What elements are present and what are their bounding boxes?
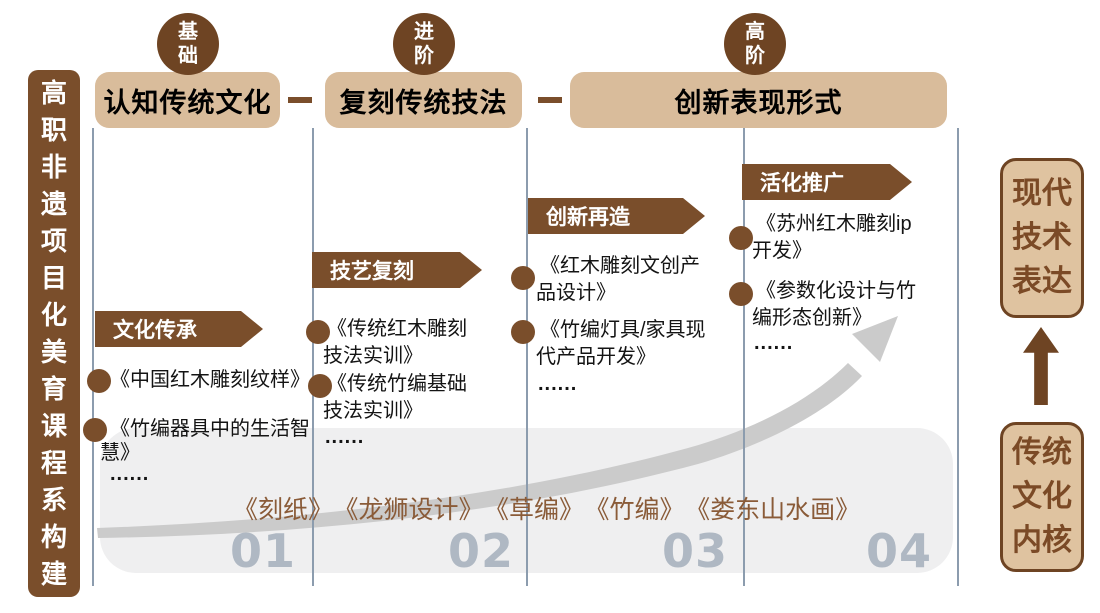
banner-activation-promotion: 活化推广 — [742, 164, 912, 200]
course-title-line: 技法实训》 — [323, 345, 423, 367]
phase-number-1: 01 — [229, 524, 296, 578]
modern-tech-box: 现代技术表达 — [1000, 158, 1084, 318]
example-course-list: 《刻纸》《龙狮设计》《草编》《竹编》《娄东山水画》 — [233, 490, 873, 526]
course-title-line: 编形态创新》 — [752, 307, 872, 329]
column-line-5 — [957, 128, 959, 586]
course-title-line: 《竹编灯具/家具现 — [540, 319, 706, 341]
course-title-line: 《苏州红木雕刻ip — [756, 213, 912, 235]
course-title-line: 品设计》 — [536, 282, 616, 304]
more-ellipsis: ...... — [754, 332, 794, 354]
level-label-intermediate: 进阶 — [414, 21, 434, 67]
level-label-advanced: 高阶 — [745, 21, 765, 67]
course-title-line: 《传统竹编基础 — [327, 373, 467, 395]
course-title-line: 技法实训》 — [323, 400, 423, 422]
stage-title-1: 认知传统文化 — [103, 87, 272, 118]
banner-label: 技艺复刻 — [330, 260, 414, 283]
phase-number-3: 03 — [661, 524, 728, 578]
phase-number-2: 02 — [447, 524, 514, 578]
course-title-line: 《红木雕刻文创产 — [540, 255, 700, 277]
phase-number-4: 04 — [865, 524, 932, 578]
banner-skill-replication: 技艺复刻 — [312, 252, 482, 288]
more-ellipsis: ...... — [538, 373, 578, 395]
course-bullet — [87, 369, 111, 393]
traditional-core-label: 传统文化内核 — [1012, 436, 1072, 557]
example-course: 《刻纸》 — [233, 496, 334, 524]
level-circle-basic: 基础 — [157, 13, 219, 75]
course-title-line: 《竹编器具中的生活智 — [110, 418, 310, 440]
course-bullet — [83, 418, 107, 442]
stage-box-1: 认知传统文化 — [95, 72, 280, 128]
column-line-1 — [92, 128, 94, 586]
level-label-basic: 基础 — [178, 21, 198, 67]
course-bullet — [308, 374, 332, 398]
stage-connector-1 — [288, 97, 312, 103]
example-course: 《龙狮设计》 — [346, 496, 484, 524]
diagram-title-bar: 高职非遗项目化美育课程系构建 — [28, 70, 80, 597]
stage-box-2: 复刻传统技法 — [325, 72, 522, 128]
modern-tech-label: 现代技术表达 — [1012, 177, 1072, 298]
more-ellipsis: ...... — [110, 463, 150, 485]
course-title-line: 开发》 — [752, 240, 812, 262]
column-line-4 — [743, 128, 745, 586]
banner-culture-heritage: 文化传承 — [95, 311, 263, 347]
course-bullet — [511, 266, 535, 290]
level-circle-intermediate: 进阶 — [393, 13, 455, 75]
banner-label: 文化传承 — [113, 319, 197, 342]
course-bullet — [511, 320, 535, 344]
course-title-line: 《传统红木雕刻 — [327, 318, 467, 340]
column-line-2 — [312, 128, 314, 586]
course-title-line: 慧》 — [100, 442, 140, 464]
stage-connector-2 — [538, 97, 562, 103]
course-title-line: 代产品开发》 — [536, 346, 656, 368]
course-bullet — [729, 282, 753, 306]
stage-title-3: 创新表现形式 — [674, 87, 843, 118]
course-bullet — [729, 226, 753, 250]
example-course: 《竹编》 — [597, 496, 685, 524]
more-ellipsis: ...... — [325, 426, 365, 448]
course-title-line: 《中国红木雕刻纹样》 — [110, 369, 310, 391]
column-line-3 — [526, 128, 528, 586]
example-course: 《娄东山水画》 — [697, 496, 861, 524]
course-title-line: 《参数化设计与竹 — [756, 280, 916, 302]
diagram-title: 高职非遗项目化美育课程系构建 — [40, 77, 67, 589]
level-circle-advanced: 高阶 — [724, 13, 786, 75]
traditional-core-box: 传统文化内核 — [1000, 422, 1084, 572]
banner-label: 活化推广 — [760, 172, 844, 195]
stage-title-2: 复刻传统技法 — [339, 87, 508, 118]
banner-innovation-recreation: 创新再造 — [528, 198, 705, 234]
course-bullet — [306, 320, 330, 344]
banner-label: 创新再造 — [546, 206, 630, 229]
stage-box-3: 创新表现形式 — [570, 72, 947, 128]
example-course: 《草编》 — [496, 496, 585, 524]
